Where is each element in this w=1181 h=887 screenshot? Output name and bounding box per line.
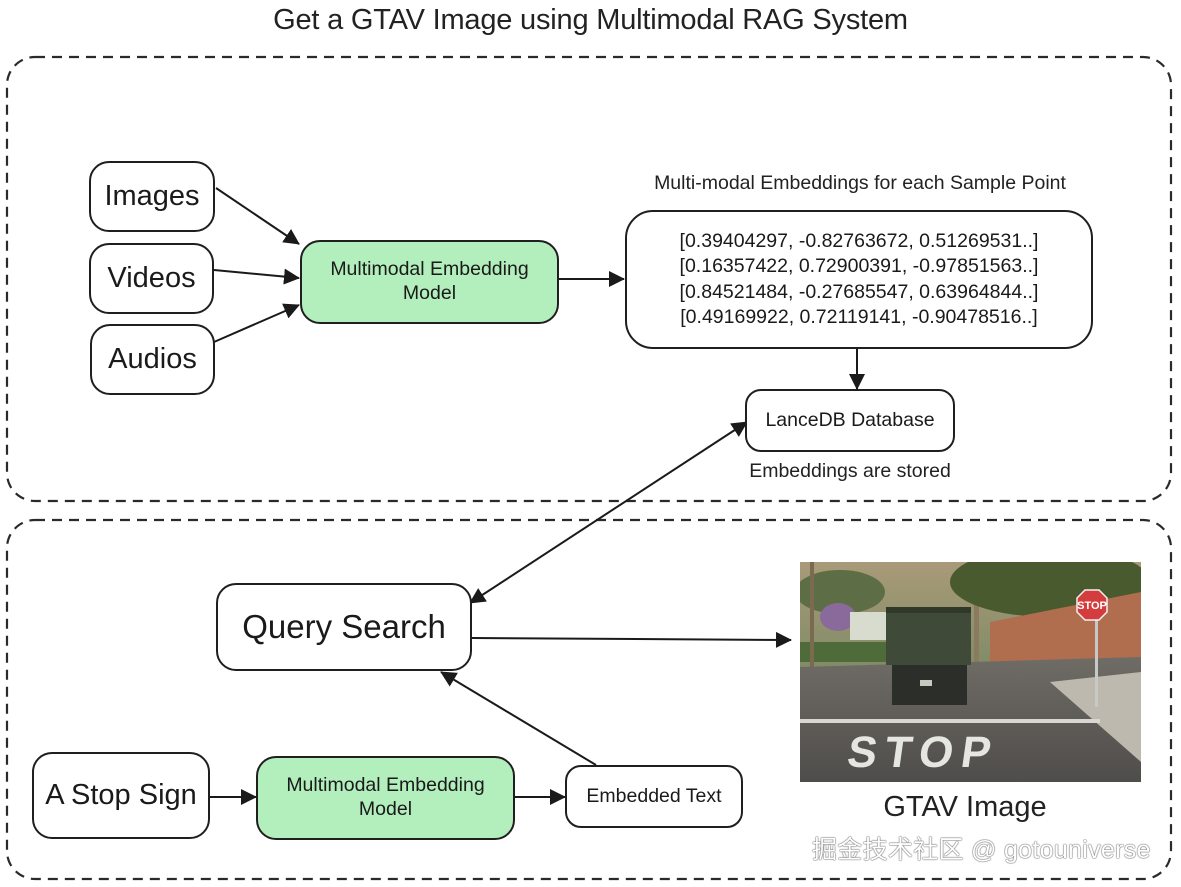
database-caption: Embeddings are stored [749,460,951,482]
diagram-title: Get a GTAV Image using Multimodal RAG Sy… [273,4,908,36]
scene-house-left [850,612,890,640]
scene-trees-left [800,570,885,614]
input-videos-label: Videos [107,261,196,294]
arrow-embedded-text-to-query [440,671,597,766]
scene-stop-sign-pole [1095,612,1098,707]
scene-hedge-left [800,642,895,662]
arrow-images-to-model [215,187,300,245]
stop-sign-icon [1076,589,1108,621]
input-videos-node: Videos [89,243,214,314]
ingestion-embedding-model-node: Multimodal Embedding Model [300,240,559,324]
ingestion-model-label-line1: Multimodal Embedding [330,258,529,281]
embeddings-node: [0.39404297, -0.82763672, 0.51269531..] … [625,210,1093,349]
retrieval-embedding-model-node: Multimodal Embedding Model [256,756,515,840]
input-audios-label: Audios [108,342,197,375]
road-stop-marking: STOP [844,728,1002,777]
embedded-text-node: Embedded Text [565,765,743,828]
query-search-node: Query Search [216,583,472,671]
query-input-label: A Stop Sign [45,778,197,811]
scene-truck-body [886,607,971,665]
watermark: 掘金技术社区 @ gotouniverse [812,836,1151,864]
input-images-label: Images [104,179,200,212]
gtav-scene: STOP STOP [800,562,1141,782]
query-search-label: Query Search [242,607,446,645]
scene-tree-purple [820,603,856,631]
embedding-vector: [0.84521484, -0.27685547, 0.63964844..] [679,280,1039,303]
retrieval-model-label-line1: Multimodal Embedding [286,774,485,797]
ingestion-group-border [5,55,1173,503]
database-label: LanceDB Database [765,408,935,431]
scene-truck-bed-frame [886,607,971,613]
input-images-node: Images [89,161,215,232]
scene-sidewalk-right [1050,672,1141,762]
scene-pole-mid [974,562,979,662]
input-audios-node: Audios [90,324,215,395]
scene-stop-line [800,719,1100,723]
retrieval-model-label-line2: Model [358,798,413,820]
embedding-vector: [0.16357422, 0.72900391, -0.97851563..] [679,255,1039,278]
gtav-result-image: STOP STOP [800,562,1141,782]
stop-sign-text: STOP [1077,600,1107,612]
scene-pole-left [810,562,814,667]
arrow-database-query-bidirectional [469,421,748,604]
lancedb-database-node: LanceDB Database [745,389,955,452]
embedded-text-label: Embedded Text [586,784,722,807]
scene-truck-plate [920,680,932,686]
arrow-videos-to-model [213,268,300,285]
query-input-node: A Stop Sign [32,752,210,839]
ingestion-model-label-line2: Model [402,282,457,304]
arrow-audios-to-model [213,303,300,343]
result-image-caption: GTAV Image [883,791,1047,823]
arrow-query-to-result [471,631,792,648]
embeddings-caption: Multi-modal Embeddings for each Sample P… [654,172,1066,194]
embedding-vector: [0.39404297, -0.82763672, 0.51269531..] [679,229,1039,252]
embedding-vector: [0.49169922, 0.72119141, -0.90478516..] [680,305,1038,328]
